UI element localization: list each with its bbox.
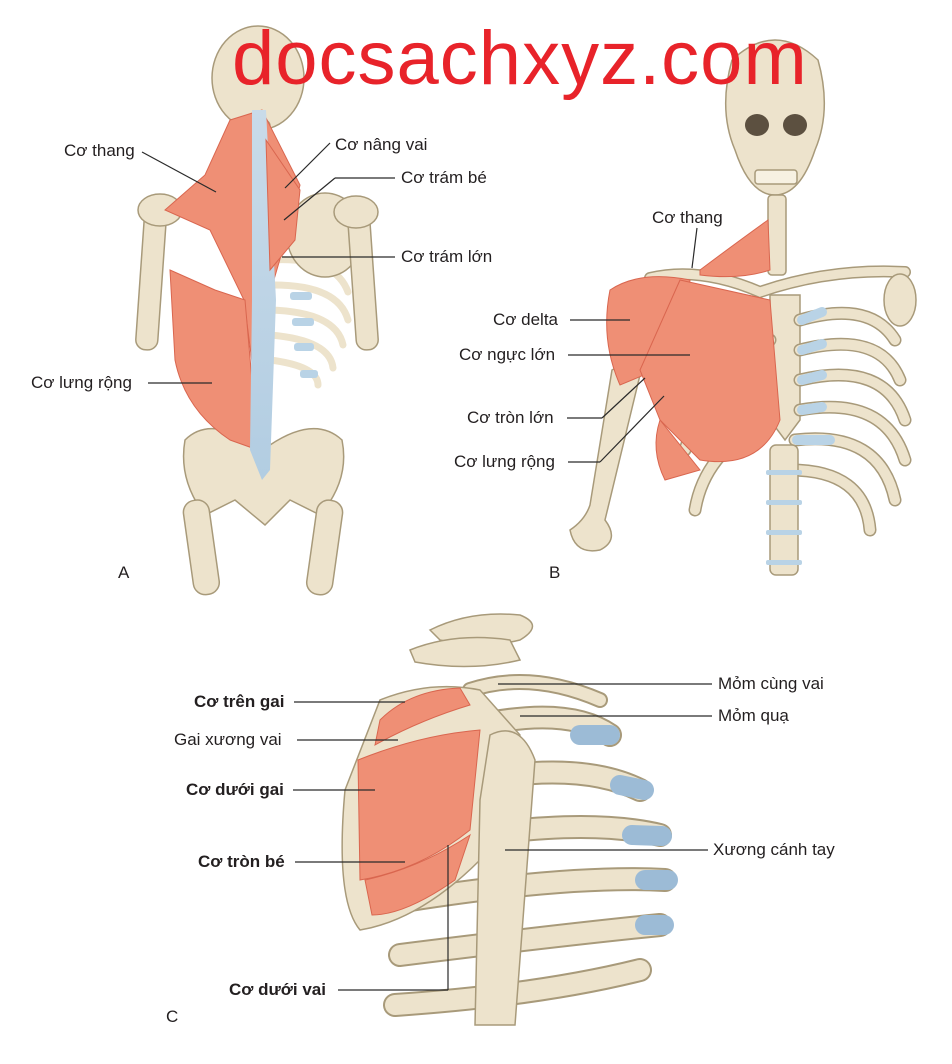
- humerus-b: [569, 365, 641, 552]
- label-trapezius-b: Cơ thang: [652, 208, 723, 227]
- rhomboid-muscle-a: [265, 138, 301, 272]
- label-acromion: Mỏm cùng vai: [718, 674, 824, 693]
- label-rhomboid-major: Cơ trám lớn: [401, 247, 493, 266]
- label-subscapularis: Cơ dưới vai: [229, 980, 326, 999]
- label-spine-of-scapula: Gai xương vai: [174, 730, 282, 749]
- label-pectoralis-major: Cơ ngực lớn: [459, 345, 556, 364]
- label-infraspinatus: Cơ dưới gai: [186, 780, 284, 799]
- leader-lines-a: [141, 142, 395, 384]
- label-latissimus-b: Cơ lưng rộng: [454, 452, 555, 471]
- label-supraspinatus: Cơ trên gai: [194, 692, 285, 711]
- leader-lines-b: [567, 227, 698, 463]
- label-teres-minor: Cơ tròn bé: [198, 852, 285, 871]
- humerus-c: [474, 730, 536, 1026]
- label-levator-scapulae: Cơ nâng vai: [335, 135, 428, 154]
- latissimus-muscle-b: [655, 418, 701, 481]
- skull-b: [725, 39, 825, 196]
- panel-label-a: A: [118, 563, 130, 582]
- watermark-text: docsachxyz.com: [232, 16, 808, 101]
- panel-label-b: B: [549, 563, 561, 582]
- teres-minor-muscle-c: [364, 833, 471, 916]
- label-deltoid: Cơ delta: [493, 310, 559, 329]
- figure-a-posterior-view: [135, 25, 379, 596]
- right-humerus-a: [347, 209, 379, 351]
- label-rhomboid-minor: Cơ trám bé: [401, 168, 487, 187]
- label-coracoid: Mỏm quạ: [718, 706, 789, 725]
- label-teres-major: Cơ tròn lớn: [467, 408, 554, 427]
- label-latissimus-a: Cơ lưng rộng: [31, 373, 132, 392]
- label-humerus: Xương cánh tay: [713, 840, 835, 859]
- leader-lines-c: [293, 683, 712, 991]
- figure-c-shoulder-view: [341, 613, 678, 1026]
- panel-label-c: C: [166, 1007, 179, 1026]
- label-trapezius-a: Cơ thang: [64, 141, 135, 160]
- figure-b-anterior-view: [569, 39, 917, 576]
- left-humerus-a: [135, 209, 167, 351]
- pectoralis-muscle-b: [639, 279, 781, 463]
- trapezius-muscle-b: [699, 219, 771, 278]
